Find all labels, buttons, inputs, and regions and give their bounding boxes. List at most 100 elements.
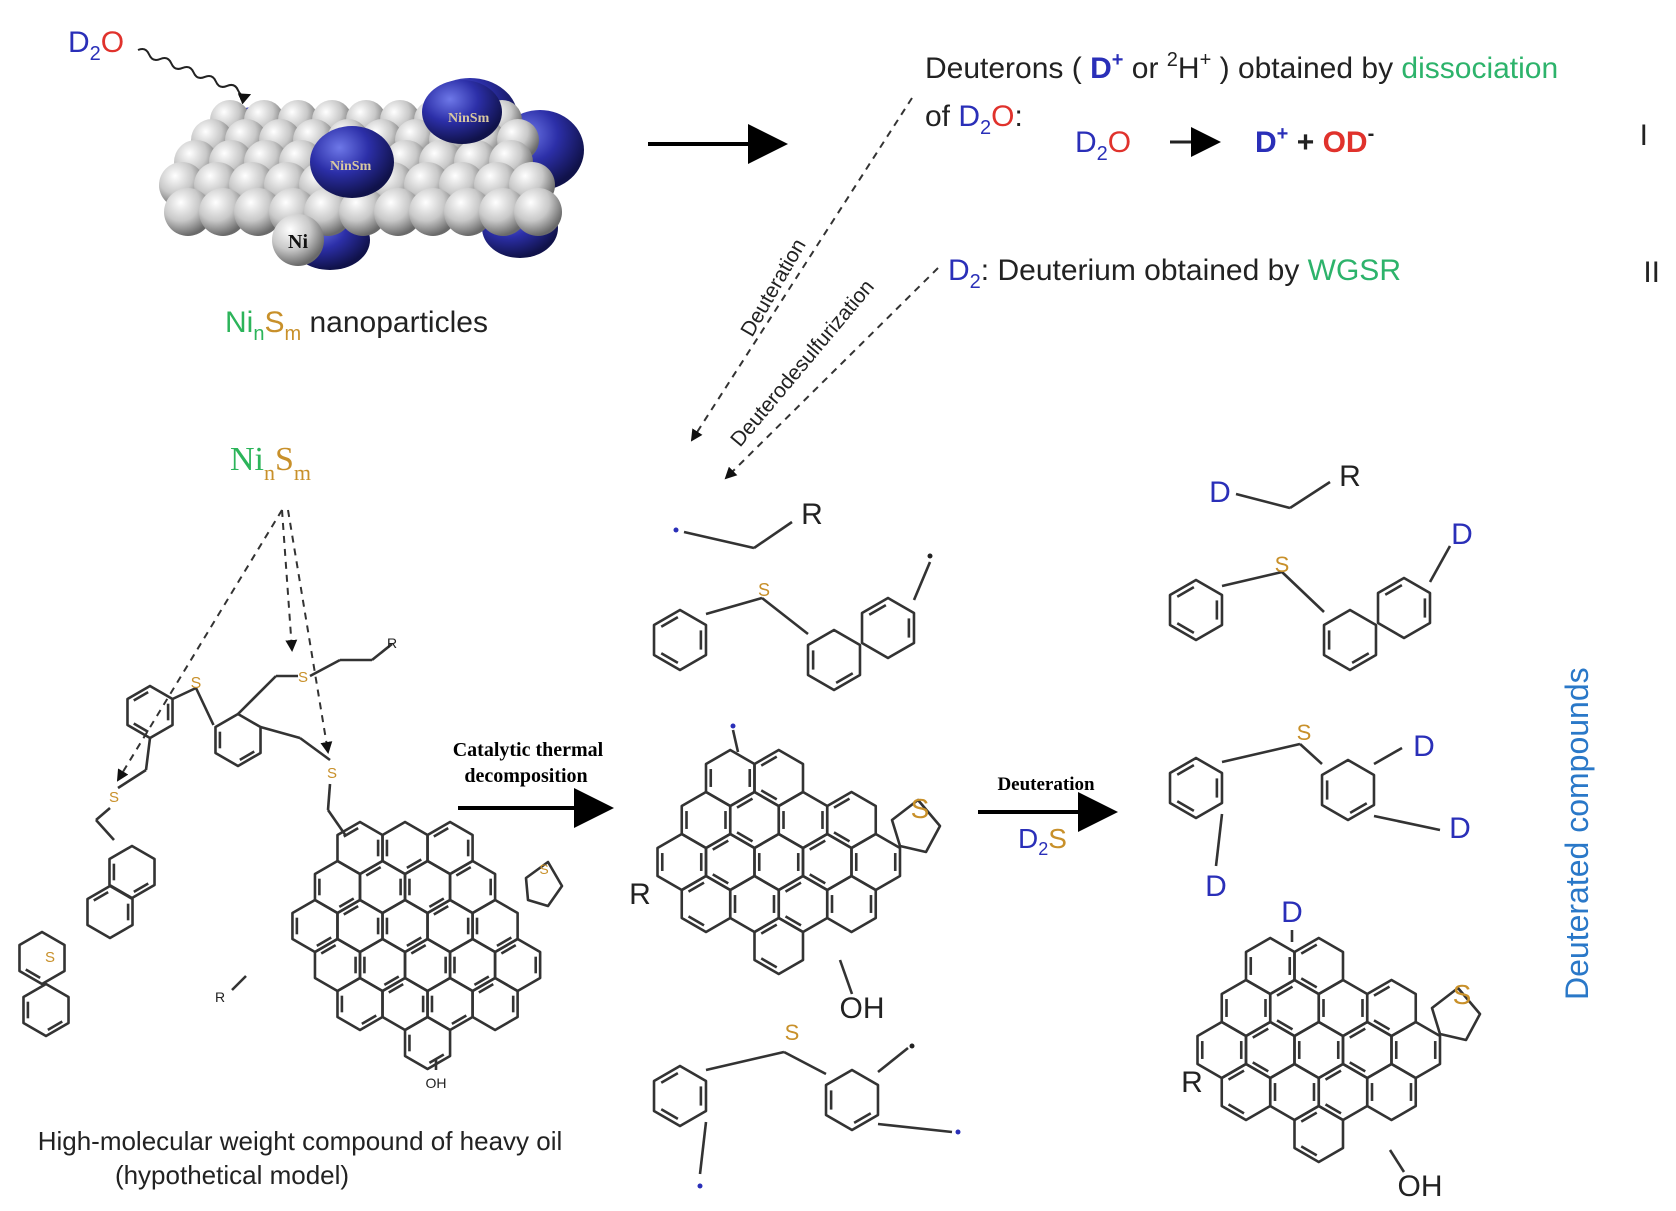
bond xyxy=(705,1050,785,1072)
double-bond xyxy=(736,797,754,809)
sulfur-atom: S xyxy=(109,789,119,806)
r-group: R xyxy=(387,635,397,651)
svg-text:NinSm: NinSm xyxy=(448,111,490,126)
bond xyxy=(753,520,793,550)
double-bond xyxy=(784,881,802,893)
bond xyxy=(1299,743,1323,765)
double-bond xyxy=(1176,622,1195,635)
bond xyxy=(1373,746,1403,766)
benzene-ring xyxy=(22,982,70,1038)
bond xyxy=(237,675,277,715)
double-bond xyxy=(383,975,400,986)
double-bond xyxy=(1349,1061,1366,1073)
bond xyxy=(1428,545,1452,583)
thiophene-ring xyxy=(1430,986,1482,1042)
step1-label-line1: Catalytic thermal xyxy=(453,739,604,761)
bond xyxy=(309,658,341,678)
r-group: R xyxy=(1181,1066,1203,1099)
deuterium-atom: D xyxy=(1449,812,1471,845)
double-bond xyxy=(833,797,851,809)
bond xyxy=(1214,813,1224,867)
deuterium-atom: D xyxy=(1413,730,1435,763)
double-bond xyxy=(1252,1061,1269,1073)
svg-text:Deuterons ( D+ or 2H+ ) obtai: Deuterons ( D+ or 2H+ ) obtained by diss… xyxy=(925,49,1558,85)
double-bond xyxy=(455,866,472,877)
hydroxyl-group: OH xyxy=(426,1075,447,1091)
double-bond xyxy=(406,936,422,947)
double-bond xyxy=(1373,985,1391,997)
deuteration-pathway-arrow xyxy=(690,97,913,442)
bond xyxy=(1388,1149,1406,1173)
sulfur-atom: S xyxy=(539,861,548,877)
sulfur-atom: S xyxy=(327,765,337,782)
step2-reagent: D2S xyxy=(1018,823,1067,859)
ni-sphere xyxy=(374,188,422,236)
bond xyxy=(838,959,854,995)
sulfur-atom: S xyxy=(1297,720,1312,745)
sulfur-atom: S xyxy=(785,1020,800,1045)
thiophene-ring xyxy=(890,798,942,854)
double-bond xyxy=(1276,1019,1294,1031)
thiophene-ring xyxy=(524,860,564,908)
double-bond xyxy=(809,839,826,851)
double-bond xyxy=(660,1071,679,1084)
bond xyxy=(260,725,301,740)
ni-sphere xyxy=(164,188,212,236)
step1-arrow-group: Catalytic thermal decomposition xyxy=(453,739,614,828)
double-bond xyxy=(361,1014,377,1025)
r-group: R xyxy=(1339,460,1361,493)
double-bond xyxy=(410,944,427,955)
svg-text:of D2O:: of D2O: xyxy=(925,100,1023,139)
sulfur-atom: S xyxy=(45,949,55,966)
sulfur-atom: S xyxy=(1453,979,1472,1010)
svg-text:D2O: D2O xyxy=(68,26,124,65)
double-bond xyxy=(433,905,449,916)
sulfur-atom: S xyxy=(191,675,202,692)
pah-ring xyxy=(1220,1062,1272,1122)
svg-text:D+ + OD-: D+ + OD- xyxy=(1255,123,1374,159)
double-bond xyxy=(1227,1069,1245,1081)
step2-arrow-group: Deuteration D2S xyxy=(978,774,1118,859)
double-bond xyxy=(1300,977,1318,989)
double-bond xyxy=(1324,1103,1342,1115)
svg-text:II: II xyxy=(1643,256,1660,289)
double-bond xyxy=(451,1014,467,1025)
ts-bond xyxy=(194,687,215,726)
benzene-ring xyxy=(1168,756,1224,820)
ni-sphere xyxy=(514,188,562,236)
double-bond xyxy=(660,1108,679,1121)
double-bond xyxy=(428,897,445,908)
pah-ring xyxy=(680,874,732,934)
equation-II: D2: Deuterium obtained by WGSR II xyxy=(948,254,1660,293)
bond xyxy=(1221,570,1283,588)
double-bond xyxy=(835,672,854,685)
benzene-ring xyxy=(652,608,708,672)
radical-dot xyxy=(697,1183,703,1189)
hydroxyl-group: OH xyxy=(840,992,885,1025)
pah-ring xyxy=(471,976,519,1032)
double-bond xyxy=(784,915,802,927)
svg-text:D2: Deuterium obtained by WGSR: D2: Deuterium obtained by WGSR xyxy=(948,254,1401,293)
double-bond xyxy=(736,831,754,843)
catalyst-label: NinSm xyxy=(230,441,311,485)
double-bond xyxy=(1300,1145,1318,1157)
bond xyxy=(1373,814,1441,832)
d2o-label: D2O xyxy=(68,26,124,65)
bond xyxy=(783,1050,827,1076)
sulfur-atom: S xyxy=(911,793,930,824)
radical-dot xyxy=(673,527,679,533)
pah-ring xyxy=(753,916,805,976)
double-bond xyxy=(868,603,887,616)
ni-sphere xyxy=(234,188,282,236)
double-bond xyxy=(1276,985,1294,997)
benzene-ring xyxy=(824,1068,880,1132)
double-bond xyxy=(478,983,494,994)
bond xyxy=(326,783,332,811)
benzene-ring xyxy=(126,684,174,740)
side-title: Deuterated compounds xyxy=(1559,667,1595,1000)
bond xyxy=(912,561,932,601)
bond xyxy=(877,1046,909,1074)
svg-text:I: I xyxy=(1640,119,1648,152)
